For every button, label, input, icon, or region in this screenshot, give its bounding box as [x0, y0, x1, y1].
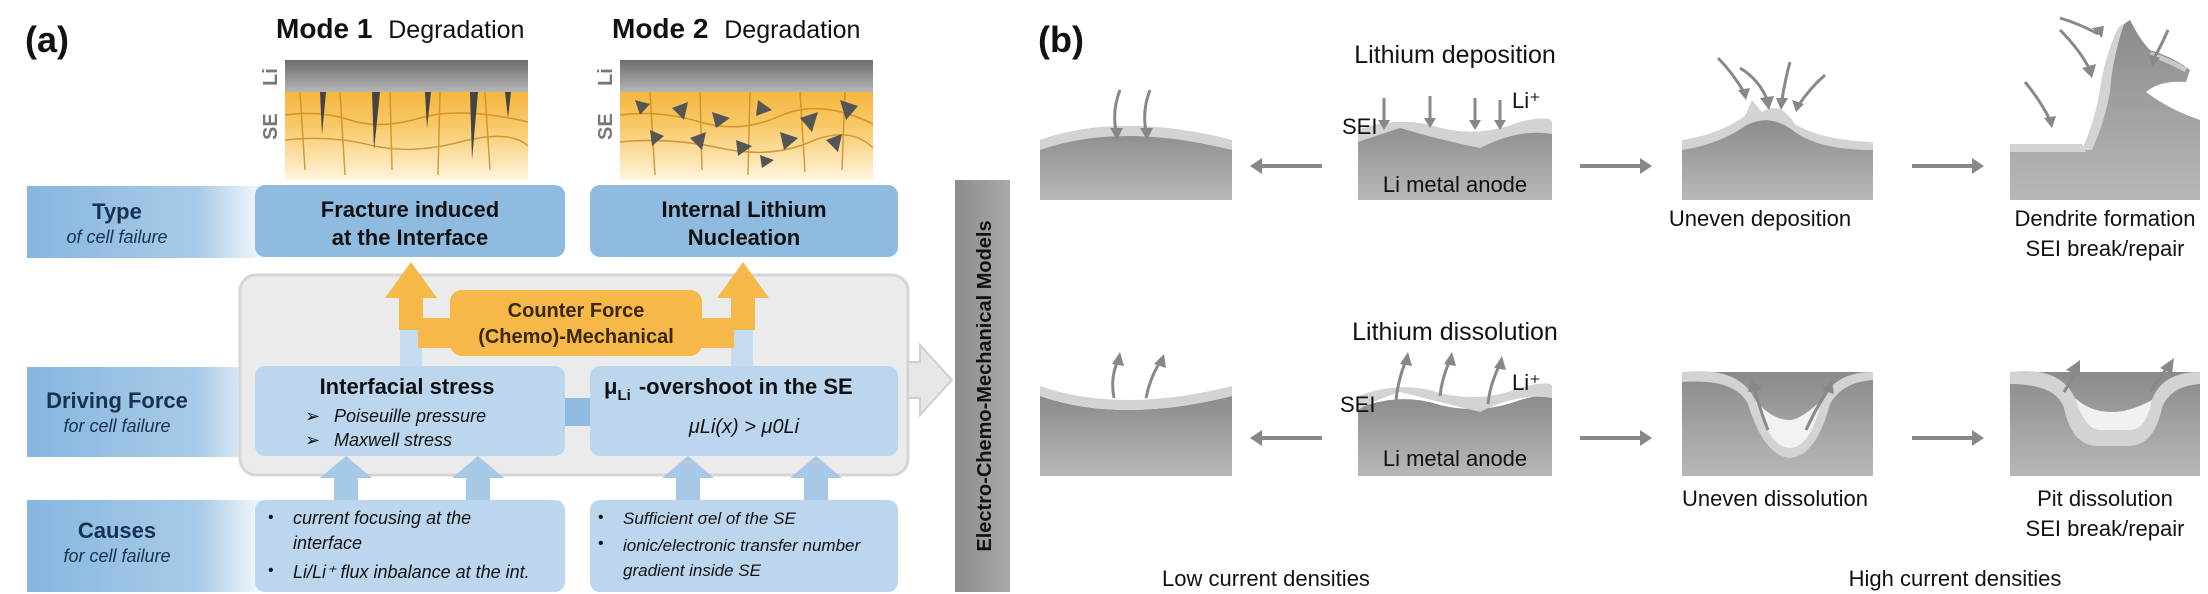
- causes1-bullet2-marker: •: [268, 562, 274, 579]
- type-box1-line2: at the Interface: [332, 225, 489, 250]
- causes-box-1: • current focusing at the interface • Li…: [255, 500, 565, 592]
- driving-box1-bullet1: Poiseuille pressure: [334, 406, 486, 426]
- uneven-deposition-illustration: [1682, 56, 1873, 200]
- blue-arrow-3: [662, 456, 714, 500]
- mode2-microstructure: [619, 60, 874, 180]
- low-deposition-illustration: [1040, 89, 1232, 200]
- arrow-top-left: [1250, 158, 1322, 174]
- panel-a-label: (a): [25, 19, 69, 60]
- center-dissolution-illustration: [1358, 352, 1552, 476]
- driving-box2-formula: μLi(x) > μ0Li: [688, 416, 800, 438]
- mode1-bold: Mode 1: [276, 13, 372, 44]
- mode2-bold: Mode 2: [612, 13, 708, 44]
- blue-arrow-1: [320, 456, 372, 500]
- arrow-bottom-right: [1912, 430, 1984, 446]
- row-causes-subtitle: for cell failure: [63, 546, 170, 566]
- low-current-label: Low current densities: [1162, 566, 1370, 591]
- causes2-line2: ionic/electronic transfer number: [623, 536, 862, 555]
- driving-box1-title: Interfacial stress: [320, 374, 495, 399]
- li-ion-label-bottom: Li⁺: [1512, 370, 1541, 395]
- causes1-line2: interface: [293, 533, 362, 553]
- uneven-dissolution-label: Uneven dissolution: [1682, 486, 1868, 511]
- mode2-li-label: Li: [595, 68, 617, 86]
- row-label-causes: Causes for cell failure: [27, 500, 272, 592]
- counter-force-box: Counter Force (Chemo)-Mechanical: [418, 290, 734, 356]
- blue-arrow-2: [452, 456, 504, 500]
- row-driving-subtitle: for cell failure: [63, 416, 170, 436]
- sei-label-bottom: SEI: [1340, 392, 1375, 417]
- causes1-line1: current focusing at the: [293, 508, 471, 528]
- mu-subscript: Li: [617, 387, 630, 404]
- row-driving-title: Driving Force: [46, 388, 188, 413]
- type-box1-line1: Fracture induced: [321, 197, 499, 222]
- causes1-bullet1-marker: •: [268, 509, 274, 526]
- anode-label-bottom: Li metal anode: [1383, 446, 1527, 471]
- panel-b-label: (b): [1038, 19, 1084, 60]
- type-box-fracture: Fracture induced at the Interface: [255, 185, 565, 257]
- connector-right: [731, 320, 753, 370]
- row-label-driving: Driving Force for cell failure: [27, 367, 272, 457]
- center-deposition-illustration: [1358, 96, 1552, 200]
- mode1-li-label: Li: [260, 68, 282, 86]
- anode-label-top: Li metal anode: [1383, 172, 1527, 197]
- li-ion-label-top: Li⁺: [1512, 88, 1541, 113]
- type-box2-line1: Internal Lithium: [662, 197, 827, 222]
- causes2-bullet1-marker: •: [598, 509, 604, 526]
- mode2-suffix: Degradation: [724, 16, 860, 44]
- models-vertical-label: Electro-Chemo-Mechanical Models: [974, 220, 996, 551]
- causes-box-2: • Sufficient σel of the SE • ionic/elect…: [590, 500, 898, 592]
- uneven-dissolution-illustration: [1682, 371, 1873, 476]
- causes2-line3: gradient inside SE: [623, 561, 762, 580]
- arrow-bottom-left: [1250, 430, 1322, 446]
- dendrite-label-2: SEI break/repair: [2026, 236, 2185, 261]
- dendrite-illustration: [2010, 16, 2200, 200]
- arrow-bottom-mid: [1580, 430, 1652, 446]
- arrow-top-right: [1912, 158, 1984, 174]
- counter-force-line1: Counter Force: [508, 300, 645, 322]
- mode1-microstructure: [284, 60, 529, 180]
- mode1-se-label: SE: [260, 113, 282, 140]
- type-box2-line2: Nucleation: [688, 225, 800, 250]
- row-type-title: Type: [92, 199, 142, 224]
- connector-left: [400, 320, 422, 370]
- dissolution-title: Lithium dissolution: [1352, 318, 1558, 346]
- driving-box-stress: Interfacial stress ➢ Poiseuille pressure…: [255, 366, 565, 456]
- models-vertical-bar: Electro-Chemo-Mechanical Models: [955, 180, 1010, 592]
- pit-label-1: Pit dissolution: [2037, 486, 2173, 511]
- causes2-bullet2-marker: •: [598, 535, 604, 552]
- mu-symbol: μ: [604, 374, 617, 399]
- mode1-suffix: Degradation: [388, 16, 524, 44]
- driving-box1-bullet1-marker: ➢: [305, 406, 320, 426]
- driving-box1-bullet2: Maxwell stress: [334, 430, 452, 450]
- deposition-title: Lithium deposition: [1354, 41, 1556, 69]
- dendrite-label-1: Dendrite formation: [2015, 206, 2196, 231]
- high-current-label: High current densities: [1849, 566, 2062, 591]
- pit-dissolution-illustration: [2010, 358, 2200, 476]
- overshoot-text: -overshoot in the SE: [639, 374, 853, 399]
- type-box-nucleation: Internal Lithium Nucleation: [590, 185, 898, 257]
- blue-arrow-4: [790, 456, 842, 500]
- pit-label-2: SEI break/repair: [2026, 516, 2185, 541]
- driving-box1-bullet2-marker: ➢: [305, 430, 320, 450]
- orange-arrow-left: [385, 262, 437, 330]
- sei-label-top: SEI: [1342, 114, 1377, 139]
- mode2-se-label: SE: [595, 113, 617, 140]
- row-causes-title: Causes: [78, 518, 156, 543]
- uneven-deposition-label: Uneven deposition: [1669, 206, 1851, 231]
- orange-arrow-right: [717, 262, 769, 330]
- row-label-type: Type of cell failure: [27, 186, 272, 258]
- causes2-line1: Sufficient σel of the SE: [623, 509, 796, 528]
- arrow-top-mid: [1580, 158, 1652, 174]
- driving-box-overshoot: μLi -overshoot in the SE μLi(x) > μ0Li: [590, 366, 898, 456]
- driving-box2-title: μLi -overshoot in the SE: [604, 374, 853, 404]
- arrow-to-models: [907, 342, 954, 418]
- counter-force-line2: (Chemo)-Mechanical: [478, 326, 674, 348]
- mode2-title: Mode 2 Degradation: [612, 13, 860, 44]
- mode1-title: Mode 1 Degradation: [276, 13, 524, 44]
- row-type-subtitle: of cell failure: [66, 227, 167, 247]
- low-dissolution-illustration: [1040, 352, 1232, 476]
- causes1-line3: Li/Li⁺ flux inbalance at the int.: [293, 562, 530, 582]
